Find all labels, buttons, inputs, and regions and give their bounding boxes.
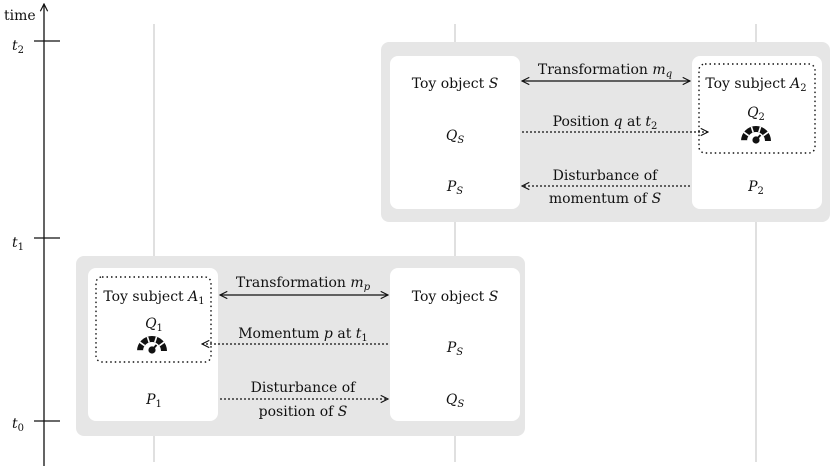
lower-panel: Toy subject A1 Q1 P1 Toy object S PS QS … <box>76 256 525 436</box>
tick-label-t2: t2 <box>12 38 24 56</box>
p2-label: P2 <box>747 179 764 197</box>
toy-object-box <box>390 268 520 421</box>
toy-subject-box <box>88 268 218 421</box>
subject-dotted-frame <box>95 276 212 363</box>
subject-dotted-frame <box>698 63 816 154</box>
toy-object-box <box>390 56 520 209</box>
toy-subject-title: Toy subject A2 <box>705 76 806 94</box>
momentum-label: Momentum p at t1 <box>238 326 368 344</box>
q-s-label: QS <box>446 392 464 410</box>
q1-label: Q1 <box>145 316 163 334</box>
p-s-label: PS <box>446 179 463 197</box>
tick-label-t1: t1 <box>12 235 24 253</box>
p1-label: P1 <box>145 392 162 410</box>
upper-panel: Toy object S QS PS Toy subject A2 Q2 P2 … <box>381 42 830 222</box>
disturbance-label-line1: Disturbance of <box>553 168 660 184</box>
q2-label: Q2 <box>747 105 765 123</box>
tick-label-t0: t0 <box>12 416 24 434</box>
q-s-label: QS <box>446 128 464 146</box>
toy-object-title: Toy object S <box>412 76 499 92</box>
transformation-label: Transformation mq <box>538 62 672 80</box>
transformation-label: Transformation mp <box>236 275 371 293</box>
toy-subject-box <box>692 56 822 209</box>
p-s-label: PS <box>446 340 463 358</box>
position-label: Position q at t2 <box>553 114 658 132</box>
disturbance-label-line1: Disturbance of <box>251 380 358 396</box>
toy-subject-title: Toy subject A1 <box>103 289 204 307</box>
disturbance-label-line2: position of S <box>259 404 348 420</box>
speedometer-icon <box>137 336 167 354</box>
speedometer-icon <box>741 126 771 144</box>
time-axis-title: time <box>4 8 36 24</box>
disturbance-label-line2: momentum of S <box>549 191 661 207</box>
toy-object-title: Toy object S <box>412 289 499 305</box>
time-axis: time t2 t1 t0 <box>4 4 60 466</box>
